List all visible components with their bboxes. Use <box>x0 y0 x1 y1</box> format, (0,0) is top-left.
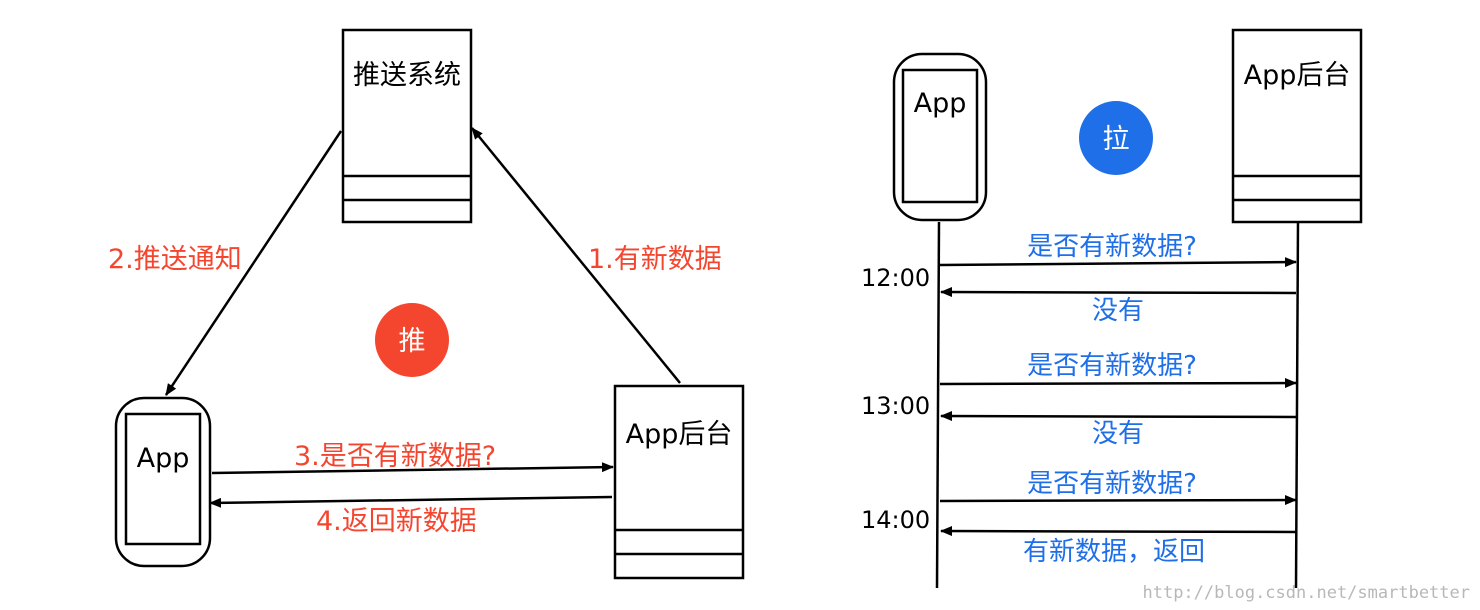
push-system-server: 推送系统 <box>341 28 473 224</box>
step4-label: 4.返回新数据 <box>316 506 477 537</box>
exchange-3-request-arrow <box>939 495 1297 506</box>
pull-diagram: App App后台 拉 是否有新数据? 12:00 没有 是否有新数据? 13:… <box>861 28 1363 589</box>
exchange-3-time: 14:00 <box>861 506 930 534</box>
exchange-3-response-label: 有新数据，返回 <box>1023 537 1205 567</box>
step1-label: 1.有新数据 <box>588 244 722 275</box>
exchange-1-request-arrow <box>939 257 1297 268</box>
pull-backend-server: App后台 <box>1231 28 1363 224</box>
exchange-1: 是否有新数据? 12:00 没有 <box>861 232 1297 326</box>
exchange-2-response-label: 没有 <box>1092 419 1144 449</box>
push-backend-server: App后台 <box>613 384 745 580</box>
push-badge-label: 推 <box>399 326 426 357</box>
watermark: http://blog.csdn.net/smartbetter <box>1142 583 1470 603</box>
exchange-2: 是否有新数据? 13:00 没有 <box>861 351 1297 449</box>
exchange-1-time: 12:00 <box>861 264 930 292</box>
step3-arrow <box>211 462 614 475</box>
push-system-label: 推送系统 <box>353 60 461 91</box>
app-lifeline <box>935 221 941 589</box>
exchange-3: 是否有新数据? 14:00 有新数据，返回 <box>861 469 1297 567</box>
exchange-3-request-label: 是否有新数据? <box>1027 469 1197 499</box>
push-app-phone: App <box>114 396 212 568</box>
exchange-1-response-arrow <box>940 287 1297 298</box>
push-backend-label: App后台 <box>626 419 733 450</box>
step2-label: 2.推送通知 <box>108 244 242 275</box>
exchange-2-request-label: 是否有新数据? <box>1027 351 1197 381</box>
exchange-2-time: 13:00 <box>861 392 930 420</box>
pull-badge-label: 拉 <box>1103 124 1130 155</box>
step4-arrow <box>209 495 613 508</box>
step2-arrow <box>164 130 343 396</box>
step3-label: 3.是否有新数据? <box>294 441 496 472</box>
exchange-1-request-label: 是否有新数据? <box>1027 232 1197 262</box>
exchange-2-request-arrow <box>939 378 1297 389</box>
push-app-label: App <box>137 443 190 474</box>
push-badge: 推 <box>375 303 449 377</box>
pull-app-label: App <box>914 88 967 119</box>
pull-badge: 拉 <box>1079 101 1153 175</box>
exchange-2-response-arrow <box>940 411 1297 422</box>
exchange-3-response-arrow <box>940 526 1297 537</box>
exchange-1-response-label: 没有 <box>1092 296 1144 326</box>
backend-lifeline <box>1294 221 1300 589</box>
push-diagram: 推送系统 App后台 App 1.有新数据 2.推送通知 3.是否有新数据? 4… <box>108 28 745 580</box>
pull-app-phone: App <box>892 52 988 222</box>
step1-arrow <box>471 127 681 384</box>
pull-backend-label: App后台 <box>1244 60 1351 91</box>
